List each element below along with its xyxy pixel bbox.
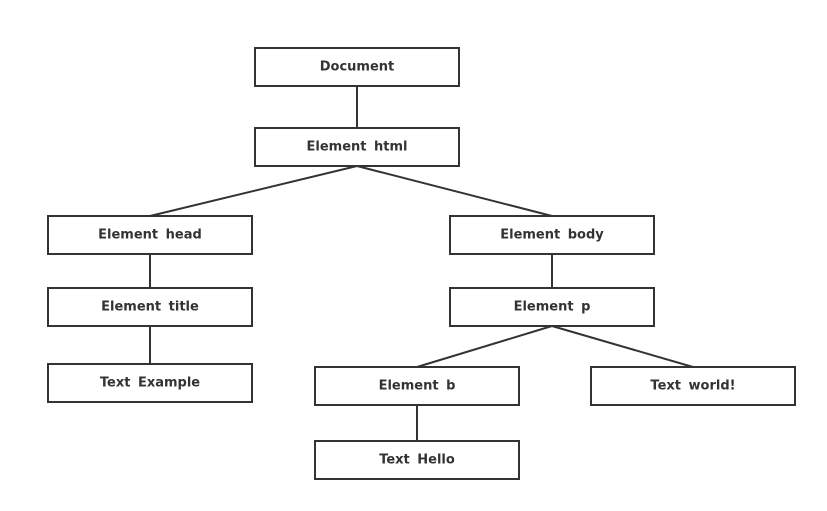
node-box (314, 440, 520, 480)
edge-html-body (356, 165, 553, 217)
edge-html-head (149, 165, 358, 217)
node-box (47, 215, 253, 255)
node-label: Element b (379, 379, 456, 394)
node-element-p: Element p (449, 287, 655, 327)
node-label: Document (320, 60, 395, 75)
node-label: Text Example (100, 376, 200, 391)
edge-p-b (416, 325, 553, 368)
node-label: Text Hello (379, 453, 455, 468)
node-label: Element head (98, 228, 202, 243)
node-text-example: Text Example (47, 363, 253, 403)
node-box (254, 127, 460, 167)
node-element-b: Element b (314, 366, 520, 406)
node-element-title: Element title (47, 287, 253, 327)
node-box (314, 366, 520, 406)
node-box (590, 366, 796, 406)
node-box (449, 215, 655, 255)
node-label: Text world! (650, 379, 735, 394)
node-document: Document (254, 47, 460, 87)
node-text-hello: Text Hello (314, 440, 520, 480)
node-box (47, 287, 253, 327)
node-box (254, 47, 460, 87)
node-label: Element p (514, 300, 591, 315)
node-element-html: Element html (254, 127, 460, 167)
edge-p-world (551, 325, 694, 368)
node-box (47, 363, 253, 403)
edges (149, 86, 694, 441)
node-element-body: Element body (449, 215, 655, 255)
node-label: Element html (307, 140, 408, 155)
node-text-world: Text world! (590, 366, 796, 406)
node-label: Element body (500, 228, 604, 243)
node-label: Element title (101, 300, 199, 315)
node-element-head: Element head (47, 215, 253, 255)
node-box (449, 287, 655, 327)
